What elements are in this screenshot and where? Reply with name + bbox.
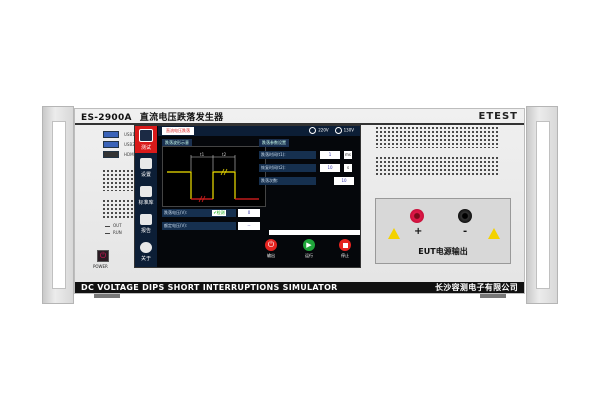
waveform-icon xyxy=(139,128,153,142)
positive-terminal[interactable] xyxy=(410,209,424,223)
dip-count-input[interactable]: 10 xyxy=(334,177,354,185)
sidebar-item-report[interactable]: 报告 xyxy=(135,210,157,237)
dip-time-unit[interactable]: ms xyxy=(344,151,352,159)
run-led: RUN xyxy=(105,230,122,235)
left-vent-upper xyxy=(102,169,136,191)
high-voltage-warning-icon xyxy=(388,228,400,239)
screen-tab-bar: 直流电压跌落 220V 130V xyxy=(158,126,360,136)
rated-voltage-row: 额定电压(V): -- xyxy=(162,222,272,230)
usb1-port[interactable]: USB1 xyxy=(85,131,135,138)
dip-voltage-input[interactable]: 0 xyxy=(238,209,260,217)
stop-button[interactable]: 停止 xyxy=(335,239,355,259)
rated-voltage-input[interactable]: -- xyxy=(238,222,260,230)
right-foot xyxy=(480,292,506,298)
voltage-option-130[interactable]: 130V xyxy=(334,127,354,134)
right-rack-handle xyxy=(526,106,558,304)
sidebar-item-settings[interactable]: 设置 xyxy=(135,154,157,181)
touch-screen: 测试 设置 标准库 报告 关于 直流电压跌落 220V 130V 跌落波形示意 xyxy=(134,125,361,268)
waveform-diagram: t1 t2 xyxy=(162,146,266,207)
bottom-label-bar: DC VOLTAGE DIPS SHORT INTERRUPTIONS SIMU… xyxy=(75,282,524,293)
screen-sidebar: 测试 设置 标准库 报告 关于 xyxy=(135,126,157,267)
top-label-bar: ES-2900A 直流电压跌落发生器 ETEST xyxy=(75,109,524,125)
tab-dc-dips[interactable]: 直流电压跌落 xyxy=(162,127,194,135)
negative-sign: - xyxy=(463,226,468,237)
eut-output-label: EUT电源输出 xyxy=(418,247,468,256)
status-leds: OUT RUN xyxy=(105,223,122,237)
recovery-time-input[interactable]: 10 xyxy=(320,164,340,172)
info-icon xyxy=(140,241,152,253)
caution-warning-icon xyxy=(488,228,500,239)
left-rack-handle xyxy=(42,106,74,304)
sidebar-item-test[interactable]: 测试 xyxy=(135,126,157,153)
play-icon: ▶ xyxy=(303,239,315,251)
clipboard-icon xyxy=(140,213,152,225)
param-recovery-time: 恢复时间(t2): 10 s xyxy=(259,164,353,172)
run-button[interactable]: ▶ 运行 xyxy=(303,239,315,258)
stop-icon xyxy=(339,239,351,251)
manufacturer-name: 长沙容测电子有限公司 xyxy=(435,283,518,292)
progress-bar xyxy=(269,230,360,235)
port-panel: USB1 USB2 HDMI xyxy=(85,131,135,161)
sidebar-item-standards[interactable]: 标准库 xyxy=(135,182,157,209)
negative-terminal[interactable] xyxy=(458,209,472,223)
param-dip-count: 跌落次数: 10 xyxy=(259,177,354,185)
svg-text:t2: t2 xyxy=(222,152,227,157)
recovery-time-unit[interactable]: s xyxy=(344,164,352,172)
eut-output-panel: + - EUT电源输出 xyxy=(375,198,511,264)
right-vent-lower xyxy=(375,156,499,176)
left-vent-lower xyxy=(102,199,136,219)
detect-checkbox[interactable]: ✔检测 xyxy=(212,210,226,216)
out-led: OUT xyxy=(105,223,122,228)
power-icon: ⏻ xyxy=(99,251,107,260)
dip-time-input[interactable]: 1 xyxy=(320,151,340,159)
svg-text:t1: t1 xyxy=(200,152,205,157)
right-vent-upper xyxy=(375,126,499,148)
document-icon xyxy=(140,185,152,197)
power-label: POWER xyxy=(93,264,108,269)
param-dip-time: 跌落时间(t1): 1 ms xyxy=(259,151,352,159)
model-title: ES-2900A 直流电压跌落发生器 xyxy=(81,110,223,123)
output-button[interactable]: ⏻ 输出 xyxy=(265,239,277,258)
voltage-option-220[interactable]: 220V xyxy=(309,127,329,134)
hdmi-port[interactable]: HDMI xyxy=(85,151,135,158)
brand-logo: ETEST xyxy=(478,110,518,122)
left-foot xyxy=(94,292,120,298)
waveform-panel-title: 跌落波形示意 xyxy=(162,139,192,147)
settings-icon xyxy=(140,157,152,169)
sidebar-item-about[interactable]: 关于 xyxy=(135,238,157,265)
params-panel-title: 跌落参数设置 xyxy=(259,139,289,147)
usb2-port[interactable]: USB2 xyxy=(85,141,135,148)
model-number: ES-2900A xyxy=(81,112,132,123)
positive-sign: + xyxy=(414,226,423,237)
product-name: 直流电压跌落发生器 xyxy=(139,112,224,123)
device-subtitle: DC VOLTAGE DIPS SHORT INTERRUPTIONS SIMU… xyxy=(81,283,338,292)
power-icon: ⏻ xyxy=(265,239,277,251)
dip-voltage-row: 跌落电压(V): ✔检测 0 xyxy=(162,209,272,217)
power-button[interactable]: ⏻ xyxy=(97,250,109,262)
voltage-selector: 220V 130V xyxy=(309,127,354,134)
